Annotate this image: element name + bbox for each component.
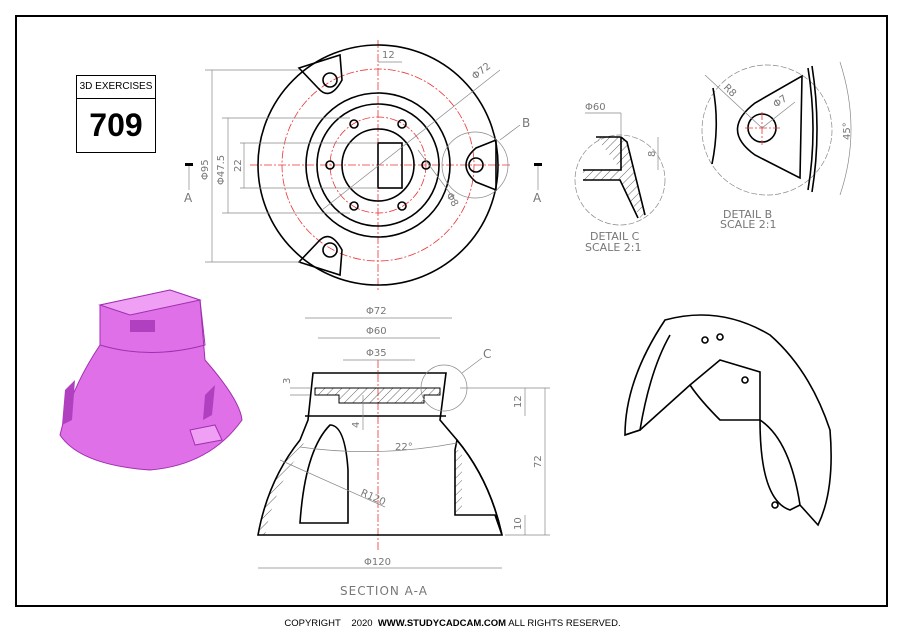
detail-c-callout: C (483, 347, 491, 361)
detail-b-scale: SCALE 2:1 (720, 218, 776, 231)
detail-b-callout: B (522, 116, 530, 130)
detail-c-scale: SCALE 2:1 (585, 241, 641, 254)
detail-c-h8: 8 (647, 151, 658, 157)
detail-b-title: DETAIL B (723, 208, 772, 221)
dim-22: 22 (233, 159, 244, 172)
dim-dia47-5: Φ47.5 (216, 155, 227, 185)
svg-text:A: A (533, 191, 542, 205)
dim-22-deg: 22° (395, 442, 413, 453)
footer-site: WWW.STUDYCADCAM.COM (377, 618, 507, 629)
section-marker-right: A (533, 163, 542, 205)
dim-dia120: Φ120 (364, 557, 391, 568)
cutaway-model (624, 314, 832, 527)
detail-c: Φ60 8 DETAIL C SCALE 2:1 (574, 102, 666, 254)
badge-header: 3D EXERCISES (77, 76, 155, 99)
drawing-frame (15, 15, 888, 607)
dim-72: 72 (533, 455, 544, 468)
dim-12: 12 (513, 395, 524, 408)
section-marker-left: A (184, 163, 193, 205)
footer-copyright: COPYRIGHT (284, 618, 341, 629)
dim-dia60: Φ60 (366, 326, 387, 337)
mounting-lugs (297, 53, 497, 277)
top-view: B 12 Φ72 Φ95 Φ47.5 22 Φ8 A A (184, 40, 542, 292)
dim-dia95: Φ95 (200, 159, 211, 180)
exercise-number: 709 (89, 107, 143, 143)
isometric-model (59, 289, 243, 471)
detail-c-title: DETAIL C (590, 230, 640, 243)
footer: COPYRIGHT 2020 WWW.STUDYCADCAM.COM ALL R… (0, 618, 905, 629)
exercise-badge: 3D EXERCISES 709 (76, 75, 156, 153)
detail-c-dia60: Φ60 (585, 102, 606, 113)
dim-dia35: Φ35 (366, 348, 387, 359)
detail-b-angle: 45° (842, 122, 853, 140)
footer-rights: ALL RIGHTS RESERVED. (508, 618, 621, 629)
dim-10: 10 (513, 517, 524, 530)
footer-year: 2020 (351, 618, 373, 629)
dim-3: 3 (282, 378, 293, 384)
section-title: SECTION A-A (340, 584, 428, 598)
dim-dia72: Φ72 (366, 306, 387, 317)
svg-text:A: A (184, 191, 193, 205)
dim-4: 4 (351, 422, 362, 428)
dim-12: 12 (382, 50, 395, 61)
